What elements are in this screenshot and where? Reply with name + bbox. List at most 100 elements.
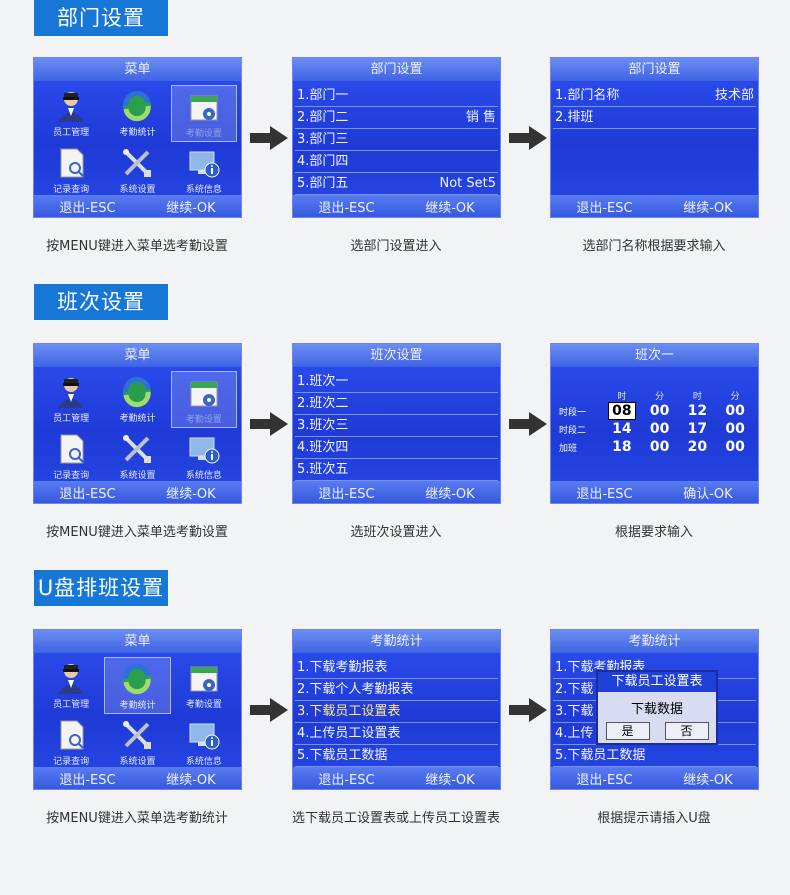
exit-button[interactable]: 退出-ESC [318,486,375,502]
menu-item-stats[interactable]: 考勤统计 [104,657,171,714]
menu-item-system-settings[interactable]: 系统设置 [104,714,170,771]
menu-screen: 菜单 员工管理 考勤统计 考勤设置 记录查询 系统设置 系统信息 退出-ESC 继… [33,57,242,218]
time-input[interactable]: 20 [687,439,708,455]
stats-icon [120,375,154,409]
time-input[interactable]: 00 [725,403,745,419]
exit-button[interactable]: 退出-ESC [318,772,375,788]
calendar-settings-icon [190,95,218,121]
info-icon [189,437,220,464]
step-caption: 根据提示请插入U盘 [597,811,711,826]
menu-item-attendance-settings[interactable]: 考勤设置 [170,85,237,142]
screen-title: 考勤统计 [551,630,758,653]
continue-button[interactable]: 继续-OK [166,200,216,216]
list-item[interactable]: 1.部门名称技术部 [553,85,756,107]
list-item[interactable]: 2.部门二销 售 [295,107,498,129]
screen-title: 班次一 [551,344,758,367]
menu-item-employee[interactable]: 员工管理 [38,85,104,142]
time-input[interactable]: 17 [687,421,708,437]
list-item[interactable]: 3.部门三 [295,129,498,151]
list-item[interactable]: 1.班次一 [295,371,498,393]
exit-button[interactable]: 退出-ESC [59,772,116,788]
menu-item-system-info[interactable]: 系统信息 [171,142,237,199]
exit-button[interactable]: 退出-ESC [318,200,375,216]
exit-button[interactable]: 退出-ESC [59,486,116,502]
document-search-icon [60,148,85,178]
exit-button[interactable]: 退出-ESC [576,200,633,216]
table-row: 加班 18 00 20 00 [559,438,754,456]
tools-icon [121,719,154,751]
menu-item-employee[interactable]: 员工管理 [38,371,104,428]
confirm-button[interactable]: 确认-OK [683,486,733,502]
menu-item-system-info[interactable]: 系统信息 [171,428,237,485]
menu-item-system-info[interactable]: 系统信息 [171,714,237,771]
menu-item-stats[interactable]: 考勤统计 [104,85,170,142]
screen-title: 部门设置 [551,58,758,81]
continue-button[interactable]: 继续-OK [683,200,733,216]
section-title-usb: U盘排班设置 [34,570,168,606]
menu-item-employee[interactable]: 员工管理 [38,657,104,714]
menu-item-records[interactable]: 记录查询 [38,714,104,771]
time-input[interactable]: 00 [649,439,670,455]
exit-button[interactable]: 退出-ESC [576,772,633,788]
tools-icon [121,433,154,465]
list-item[interactable]: 2.下载个人考勤报表 [295,679,498,701]
list-item[interactable]: 3.下载员工设置表 [295,701,498,723]
list-item[interactable]: 5.下载员工数据 [553,745,756,767]
list-item[interactable]: 2.班次二 [295,393,498,415]
continue-button[interactable]: 继续-OK [166,772,216,788]
list-item[interactable]: 1.部门一 [295,85,498,107]
continue-button[interactable]: 继续-OK [425,772,475,788]
time-input[interactable]: 14 [612,421,632,437]
time-input[interactable]: 12 [687,403,708,419]
list-item[interactable]: 1.下载考勤报表 [295,657,498,679]
table-row: 时段二 14 00 17 00 [559,420,754,438]
list-item[interactable]: 2.排班 [553,107,756,129]
time-input[interactable]: 08 [608,402,636,420]
menu-item-records[interactable]: 记录查询 [38,142,104,199]
menu-item-attendance-settings[interactable]: 考勤设置 [170,371,237,428]
yes-button[interactable]: 是 [605,722,650,740]
arrow-right-icon [250,698,288,722]
attendance-stats-screen: 考勤统计 1.下载考勤报表 2.下载个人考勤报表 3.下载员工设置表 4.上传员… [292,629,501,790]
step-caption: 按MENU键进入菜单选考勤统计 [46,811,228,826]
list-item[interactable]: 4.上传员工设置表 [295,723,498,745]
menu-item-attendance-settings[interactable]: 考勤设置 [171,657,237,714]
exit-button[interactable]: 退出-ESC [59,200,116,216]
continue-button[interactable]: 继续-OK [166,486,216,502]
step-caption: 选班次设置进入 [350,525,442,540]
menu-item-records[interactable]: 记录查询 [38,428,104,485]
continue-button[interactable]: 继续-OK [683,772,733,788]
time-input[interactable]: 00 [649,403,670,419]
time-input[interactable]: 00 [725,421,745,437]
time-input[interactable]: 00 [649,421,670,437]
document-search-icon [60,720,85,750]
continue-button[interactable]: 继续-OK [425,486,475,502]
screen-title: 班次设置 [293,344,500,367]
menu-item-system-settings[interactable]: 系统设置 [104,428,170,485]
dialog-title: 下载员工设置表 [598,672,716,692]
screen-title: 菜单 [34,58,241,81]
shift-settings-screen: 班次设置 1.班次一 2.班次二 3.班次三 4.班次四 5.班次五 退出-ES… [292,343,501,504]
list-item[interactable]: 5.下载员工数据 [295,745,498,767]
list-item[interactable]: 4.部门四 [295,151,498,173]
continue-button[interactable]: 继续-OK [425,200,475,216]
dept-name-screen: 部门设置 1.部门名称技术部 2.排班 退出-ESC 继续-OK [550,57,759,218]
step-caption: 根据要求输入 [614,525,693,540]
arrow-right-icon [509,698,547,722]
step-caption: 选部门名称根据要求输入 [582,239,726,254]
step-caption: 按MENU键进入菜单选考勤设置 [46,525,228,540]
list-item[interactable]: 5.班次五 [295,459,498,481]
tools-icon [121,147,154,179]
screen-title: 菜单 [34,344,241,367]
menu-item-system-settings[interactable]: 系统设置 [104,142,170,199]
no-button[interactable]: 否 [664,722,709,740]
list-item[interactable]: 4.班次四 [295,437,498,459]
time-input[interactable]: 18 [612,439,632,455]
list-item[interactable]: 3.班次三 [295,415,498,437]
time-input[interactable]: 00 [725,439,745,455]
exit-button[interactable]: 退出-ESC [576,486,633,502]
info-icon [189,723,220,750]
menu-item-stats[interactable]: 考勤统计 [104,371,170,428]
